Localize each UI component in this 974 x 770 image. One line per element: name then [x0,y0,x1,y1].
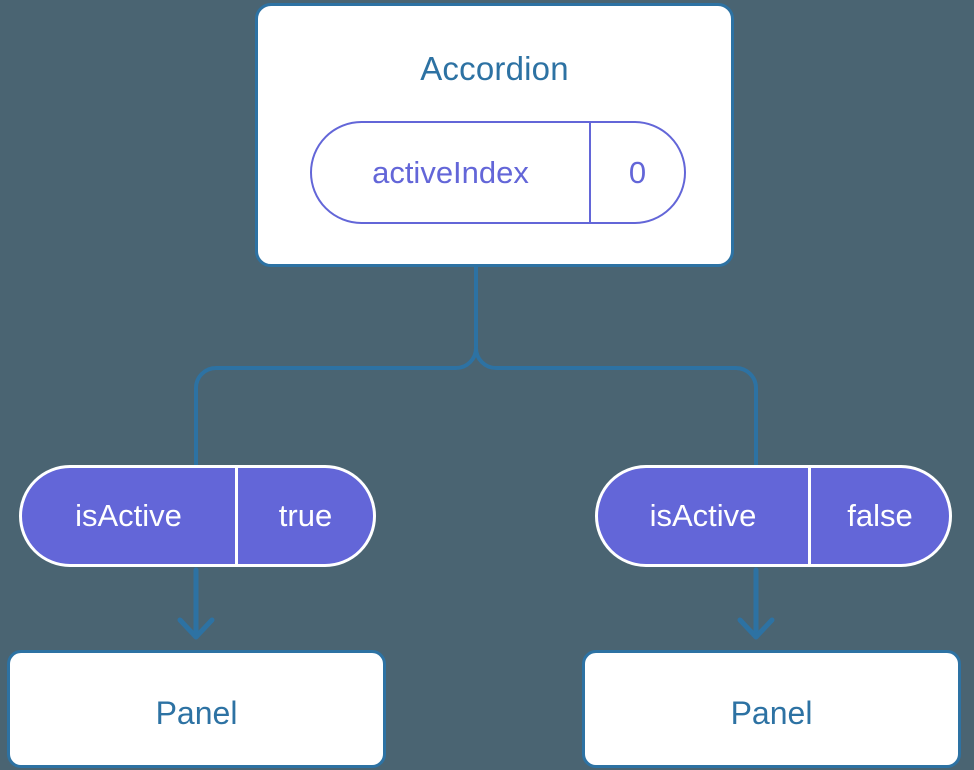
tree-fork-connector [474,264,758,467]
prop-key-is-active-right: isActive [598,468,811,564]
arrow-down-icon-right [737,567,775,640]
panel-component-card-right[interactable]: Panel [582,650,961,768]
prop-pill-is-active-false[interactable]: isActive false [595,465,952,567]
panel-component-card-left[interactable]: Panel [7,650,386,768]
prop-pill-active-index[interactable]: activeIndex 0 [310,121,686,224]
panel-component-label-right: Panel [730,695,813,731]
prop-value-is-active-left: true [278,498,333,533]
prop-pill-is-active-true[interactable]: isActive true [19,465,376,567]
prop-key-active-index: activeIndex [312,123,591,222]
arrow-down-icon-left [177,567,215,640]
accordion-component-card[interactable]: Accordion activeIndex 0 [255,3,734,267]
prop-key-is-active-left: isActive [22,468,238,564]
panel-component-label-left: Panel [155,695,238,731]
prop-value-active-index: 0 [628,154,647,190]
prop-value-is-active-right: false [847,498,913,533]
accordion-component-label: Accordion [420,50,569,87]
tree-fork-connector-left [194,346,478,467]
